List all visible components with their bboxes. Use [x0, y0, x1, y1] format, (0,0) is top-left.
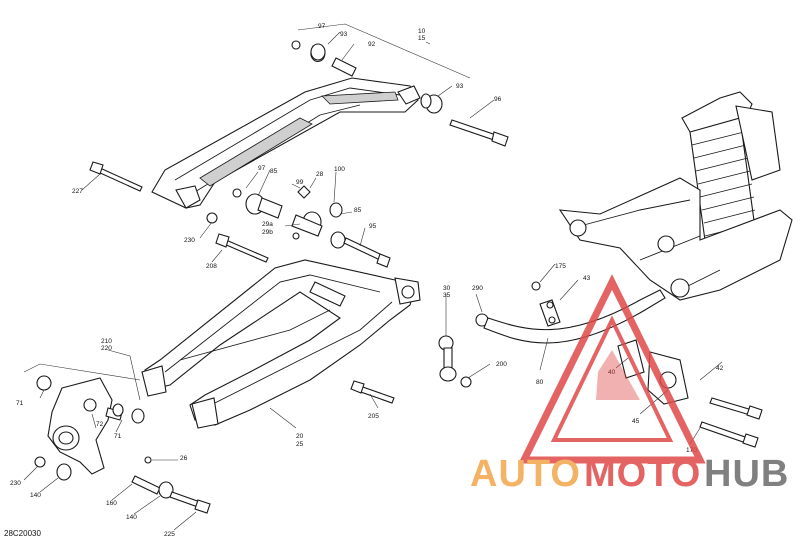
callout: 210 — [101, 338, 112, 345]
knuckle — [34, 375, 145, 481]
callout: 140 — [30, 492, 41, 499]
watermark-word-auto: AUTO — [470, 453, 581, 495]
lower-a-arm — [141, 259, 421, 429]
callout: 230 — [184, 237, 195, 244]
callout-numbers: 97 93 92 10 15 93 96 227 97 85 99 28 100… — [10, 23, 724, 538]
watermark-word-moto: MOTO — [584, 453, 701, 495]
callout: 220 — [101, 345, 112, 352]
callout: 227 — [72, 188, 83, 195]
callout: 175 — [555, 263, 566, 270]
triangle-logo-icon — [518, 274, 706, 464]
sway-bar — [483, 281, 666, 344]
callout: 10 — [418, 28, 426, 35]
callout: 42 — [716, 365, 724, 372]
callout: 80 — [536, 379, 544, 386]
callout: 29b — [262, 229, 273, 236]
upper-trailing-arm — [151, 77, 421, 209]
callout: 140 — [126, 514, 137, 521]
nut-230-upper — [206, 212, 218, 224]
callout: 85 — [354, 207, 362, 214]
callout: 95 — [369, 223, 377, 230]
lower-hardware — [131, 380, 395, 514]
callout: 40 — [608, 369, 616, 376]
callout: 200 — [496, 361, 507, 368]
callout: 35 — [443, 292, 451, 299]
callout: 30 — [443, 285, 451, 292]
callout: 20 — [296, 433, 304, 440]
callout: 97 — [258, 165, 266, 172]
callout: 160 — [106, 500, 117, 507]
callout: 45 — [632, 418, 640, 425]
callout: 71 — [114, 433, 122, 440]
callout: 100 — [334, 166, 345, 173]
callout: 99 — [296, 179, 304, 186]
callout: 225 — [164, 531, 175, 538]
callout: 71 — [16, 400, 24, 407]
callout: 290 — [472, 285, 483, 292]
sway-bar-clamp — [617, 339, 763, 448]
callout: 93 — [340, 31, 348, 38]
bolt-227 — [89, 161, 143, 192]
callout: 43 — [583, 275, 591, 282]
callout: 97 — [318, 23, 326, 30]
upper-arm-bushings — [291, 40, 443, 114]
bolt-208 — [215, 233, 269, 263]
leader-lines — [23, 23, 723, 531]
callout: 26 — [180, 455, 188, 462]
callout: 15 — [418, 35, 426, 42]
sway-bar-link — [438, 313, 489, 388]
callout: 205 — [368, 413, 379, 420]
callout: 29a — [262, 221, 273, 228]
callout: 208 — [206, 263, 217, 270]
watermark-logo: AUTO MOTO HUB — [470, 274, 789, 495]
callout: 28 — [316, 171, 324, 178]
callout: 72 — [96, 421, 104, 428]
callout: 85 — [270, 168, 278, 175]
frame-bracket — [558, 177, 793, 301]
callout: 230 — [10, 480, 21, 487]
middle-bushing-cluster — [232, 185, 391, 268]
callout: 25 — [296, 441, 304, 448]
callout: 96 — [494, 96, 502, 103]
bolt-96 — [449, 119, 509, 147]
callout: 93 — [456, 83, 464, 90]
diagram-reference-code: 28C20030 — [4, 529, 41, 538]
watermark-word-hub: HUB — [704, 453, 789, 495]
callout: 92 — [368, 41, 376, 48]
